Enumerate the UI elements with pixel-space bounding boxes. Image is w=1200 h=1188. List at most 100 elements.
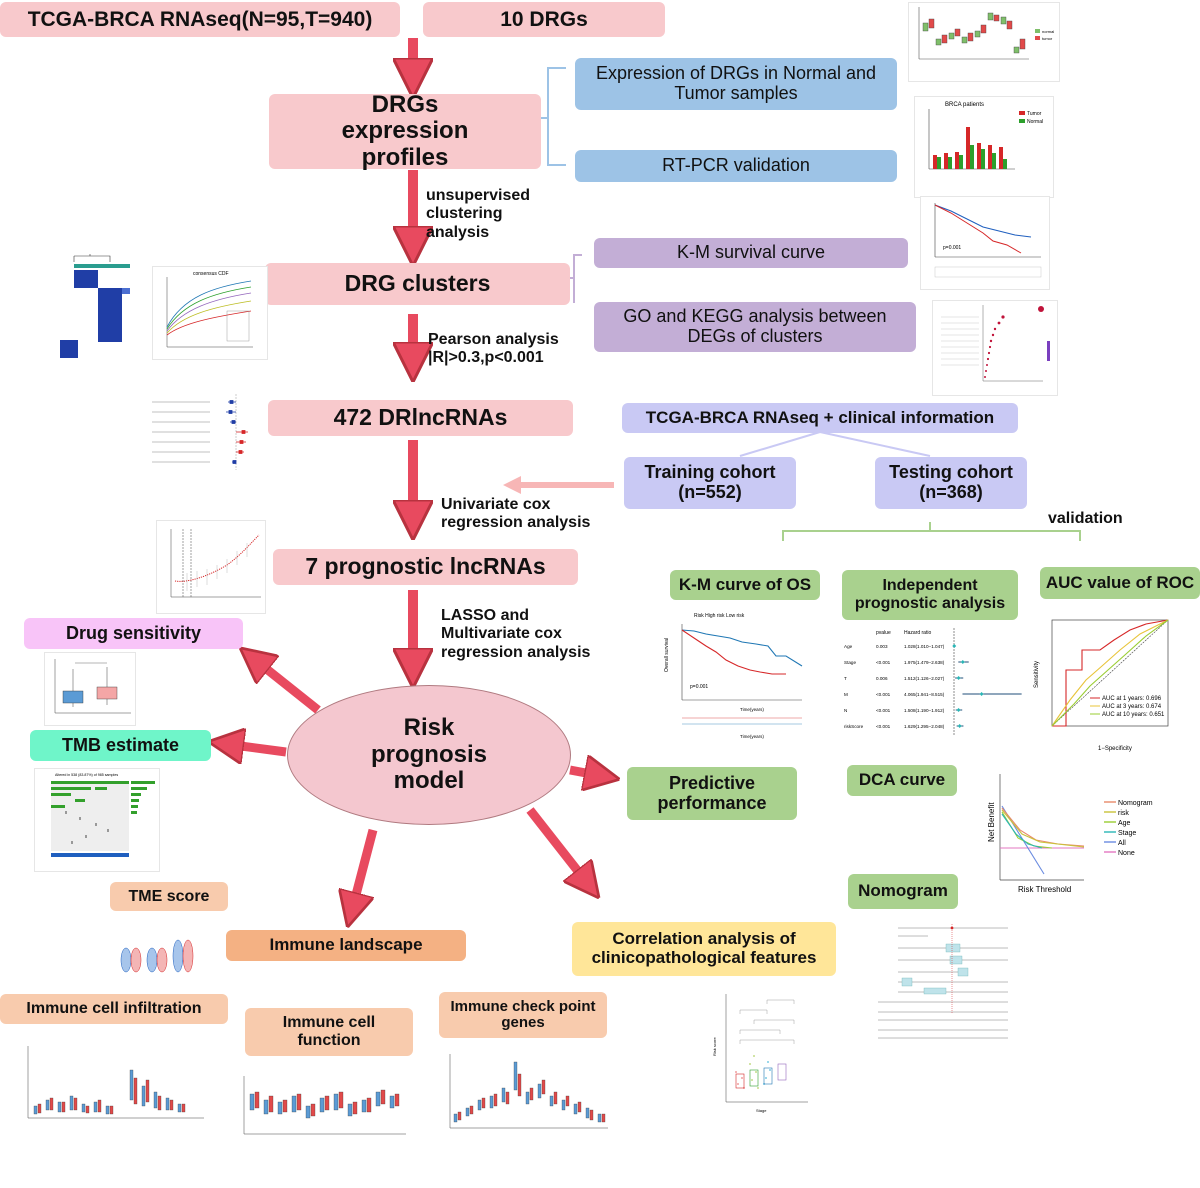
box-immune-infiltration: Immune cell infiltration [0,994,228,1024]
box-drug-sensitivity: Drug sensitivity [24,618,243,649]
box-10-drgs: 10 DRGs [423,2,665,37]
arrow-model-to-immune [352,828,378,910]
svg-text:Normal: Normal [1027,119,1043,125]
label-validation: validation [1048,510,1123,527]
thumb-stage-riskscore: Risk score Stage [712,984,812,1118]
arrow-model-to-tmb [226,744,287,752]
svg-text:Sensitivity: Sensitivity [1034,661,1040,688]
dca-legend-label: Age [1118,820,1131,827]
forest-point [956,708,961,712]
thumb-nomogram [858,920,1018,1044]
dca-legend-label: All [1118,840,1126,847]
forest-point [957,724,962,728]
box-472-drlncrnas: 472 DRlncRNAs [268,400,573,436]
thumb-drg-boxplot: normal tumor [908,2,1060,82]
svg-text:consensus CDF: consensus CDF [193,271,229,277]
svg-text:AUC at 3 years: 0.674: AUC at 3 years: 0.674 [1102,704,1162,710]
dca-legend-label: risk [1118,810,1129,817]
label-lasso: LASSO and Multivariate cox regression an… [441,607,591,661]
box-drgs-expression: DRGs expression profiles [269,91,541,170]
box-independent: Independent prognostic analysis [842,570,1018,620]
thumb-km-os: Risk High risk Low risk Overall survival… [656,608,810,740]
thumb-go-kegg-dots [932,300,1058,396]
forest-cell: M [844,692,848,697]
box-immune-function: Immune cell function [245,1008,413,1056]
svg-text:p=0.001: p=0.001 [690,684,708,690]
forest-cell: <0.001 [876,660,891,665]
box-testing-cohort: Testing cohort (n=368) [875,457,1027,509]
forest-cell: <0.001 [876,708,891,713]
forest-cell: <0.001 [876,724,891,729]
forest-cell: 1.512(1.126−2.027) [904,676,945,681]
thumb-immune-infiltration [18,1040,208,1162]
thumb-km-clusters: p=0.001 [920,196,1050,290]
svg-text:Time(years): Time(years) [740,707,764,712]
box-training-cohort: Training cohort (n=552) [624,457,796,509]
thumb-univariate-forest [150,386,268,478]
svg-text:Stage: Stage [756,1108,767,1113]
svg-text:Overall survival: Overall survival [664,638,670,672]
thumb-tmb-oncoplot: Altered in 538 (83.87%) of 985 samples [34,768,160,872]
dca-legend-label: None [1118,850,1135,857]
box-auc-roc: AUC value of ROC [1040,567,1200,599]
box-tcga-clinical: TCGA-BRCA RNAseq + clinical information [622,403,1018,433]
svg-text:tumor: tumor [1042,36,1053,41]
thumb-checkpoint [440,1048,612,1156]
forest-cell: N [844,708,847,713]
forest-cell: T [844,676,847,681]
svg-text:p=0.001: p=0.001 [943,245,961,251]
dca-legend-label: Nomogram [1118,800,1153,807]
box-immune-landscape: Immune landscape [226,930,466,961]
forest-cell: 0.003 [876,644,888,649]
box-nomogram: Nomogram [848,874,958,909]
thumb-consensus-cdf: consensus CDF [152,266,268,360]
arrow-model-to-drug [254,659,321,714]
box-7-prognostic: 7 prognostic lncRNAs [273,549,578,585]
box-expr-normal-tumor: Expression of DRGs in Normal and Tumor s… [575,58,897,110]
box-predictive: Predictive performance [627,767,797,820]
box-checkpoint: Immune check point genes [439,992,607,1038]
forest-cell: Age [844,644,853,649]
forest-cell: 0.006 [876,676,888,681]
forest-cell: 1.975(1.479−2.638) [904,660,945,665]
arrow-model-to-corr [526,807,588,884]
box-tme: TME score [110,882,228,911]
forest-cell: <0.001 [876,692,891,697]
thumb-consensus-heatmap [60,252,152,358]
mini-brca-title: BRCA patients [945,102,984,108]
forest-cell: 1.028(1.010−1.047) [904,644,945,649]
thumb-lasso [156,520,266,614]
svg-text:normal: normal [1042,29,1054,34]
svg-text:pvalue: pvalue [876,630,891,636]
box-correlation: Correlation analysis of clinicopathologi… [572,922,836,976]
svg-text:Tumor: Tumor [1027,111,1042,117]
forest-cell: Stage [844,660,856,665]
thumb-roc: Sensitivity AUC at 1 years: 0.696 AUC at… [1030,610,1178,756]
label-unsupervised: unsupervised clustering analysis [426,187,531,241]
forest-point [952,644,957,648]
box-tmb: TMB estimate [30,730,211,761]
svg-text:AUC at 1 years: 0.696: AUC at 1 years: 0.696 [1102,696,1162,702]
forest-point [956,676,961,680]
box-km-survival: K-M survival curve [594,238,908,268]
risk-model-ellipse: Risk prognosis model [287,685,571,825]
svg-text:Risk Threshold: Risk Threshold [1018,885,1071,894]
box-go-kegg: GO and KEGG analysis between DEGs of clu… [594,302,916,352]
box-km-os: K-M curve of OS [670,570,820,600]
svg-text:Risk High risk Low risk: Risk High risk Low risk [694,613,745,619]
forest-point [960,660,965,664]
forest-cell: 1.508(1.190−1.912) [904,708,945,713]
box-drg-clusters: DRG clusters [265,263,570,305]
svg-text:Net Benefit: Net Benefit [987,802,996,842]
thumb-drug-boxplot [44,652,136,726]
svg-text:AUC at 10 years: 0.651: AUC at 10 years: 0.651 [1102,712,1165,718]
label-univariate: Univariate cox regression analysis [441,496,591,532]
svg-text:Risk score: Risk score [712,1037,717,1056]
forest-point [979,692,984,696]
forest-cell: 1.629(1.295−2.048) [904,724,945,729]
forest-cell: riskScore [844,724,864,729]
svg-text:Time(years): Time(years) [740,734,764,739]
